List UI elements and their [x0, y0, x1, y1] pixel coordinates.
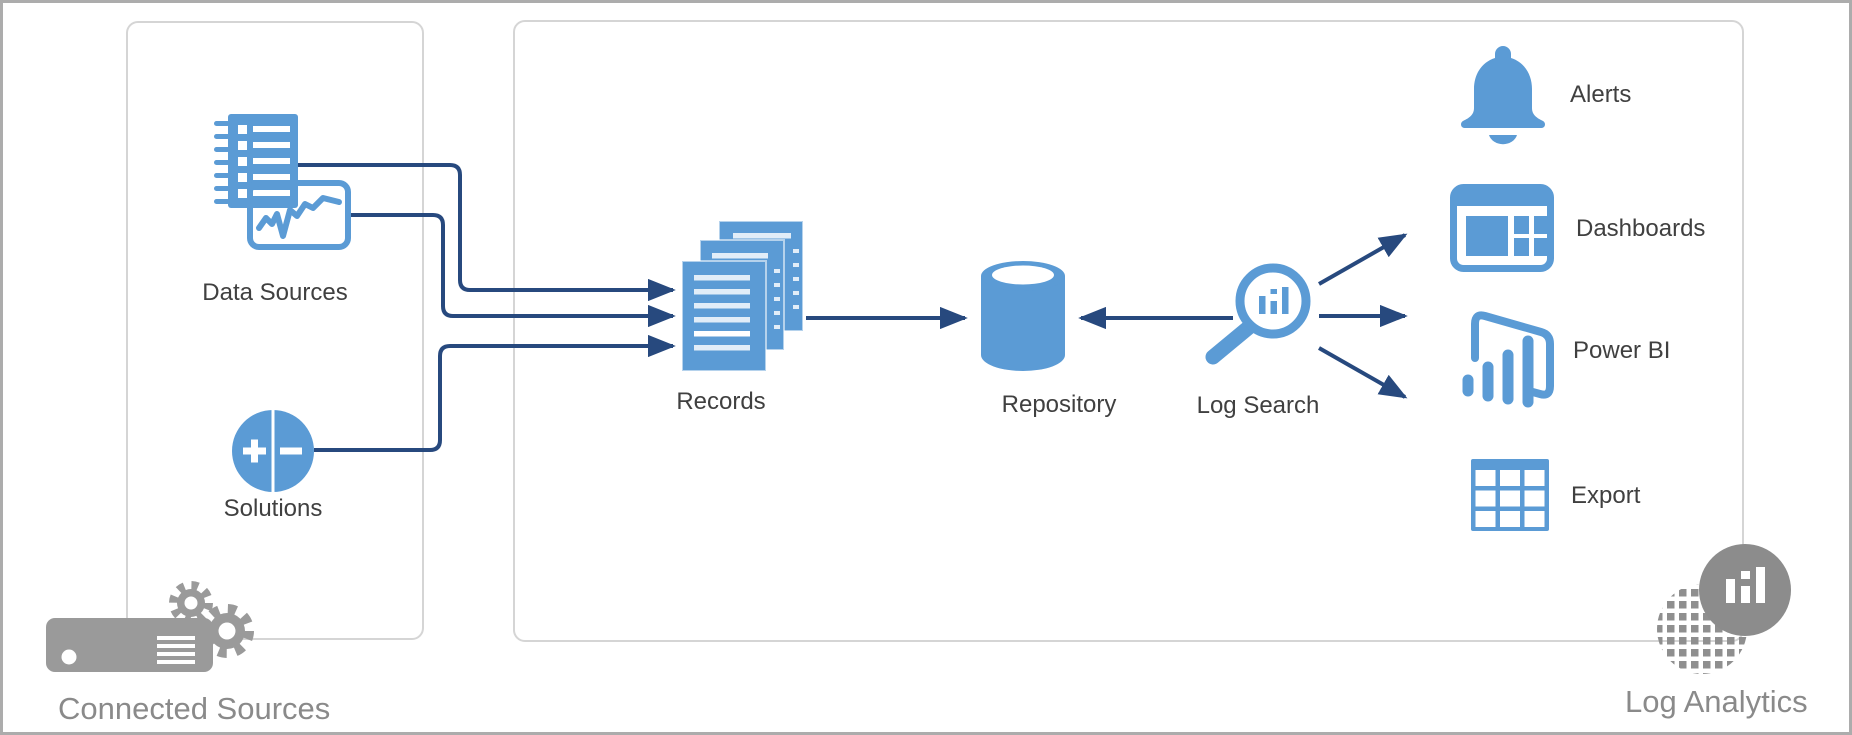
repository-label: Repository	[1001, 391, 1117, 418]
solutions-label: Solutions	[223, 495, 323, 522]
alerts-label: Alerts	[1570, 81, 1632, 108]
server-gears-icon	[39, 578, 265, 678]
alerts-bell-icon	[1459, 43, 1547, 145]
notebook-list-icon	[214, 114, 298, 214]
records-label: Records	[676, 388, 766, 415]
log-analytics-logo	[1655, 541, 1801, 683]
connector-logsearch-to-dashboards	[1318, 233, 1408, 286]
connected-sources-label: Connected Sources	[58, 691, 331, 726]
connector-logsearch-to-export	[1318, 346, 1408, 399]
power-bi-label: Power BI	[1573, 337, 1671, 364]
connector-chart-to-records	[351, 213, 676, 328]
gear-large	[200, 604, 254, 658]
log-analytics-group-box	[513, 20, 1744, 642]
power-bi-icon	[1455, 300, 1557, 408]
connector-notebook-to-records	[296, 163, 676, 302]
gear-small	[169, 581, 213, 625]
repository-database-icon	[981, 259, 1065, 375]
export-table-icon	[1471, 459, 1549, 533]
connected-sources-group-box	[126, 21, 424, 640]
log-analytics-label: Log Analytics	[1625, 684, 1808, 719]
data-sources-label: Data Sources	[202, 279, 348, 306]
connector-arrows-layer	[296, 163, 1408, 452]
connector-solutions-to-records	[314, 334, 676, 452]
log-search-label: Log Search	[1196, 392, 1320, 419]
dashboards-label: Dashboards	[1576, 215, 1706, 242]
log-search-magnifier-icon	[1198, 251, 1320, 369]
records-documents-icon	[681, 219, 805, 373]
export-label: Export	[1571, 482, 1641, 509]
solutions-plus-minus-icon	[230, 408, 316, 494]
line-chart-icon	[247, 180, 351, 250]
dashboards-icon	[1450, 184, 1554, 272]
front-page	[681, 260, 767, 372]
